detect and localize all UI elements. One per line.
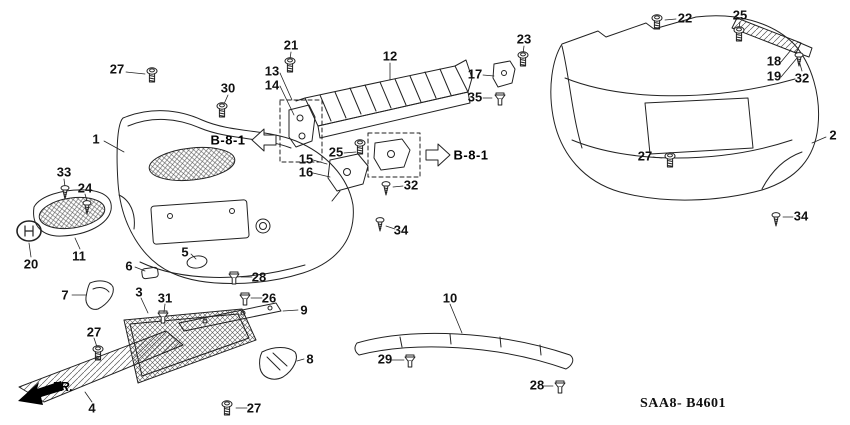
leader-lines <box>28 18 827 409</box>
callout-18: 18 <box>766 53 782 69</box>
callout-30: 30 <box>220 80 236 96</box>
callout-15: 15 <box>298 151 314 167</box>
rear-stay-drawing <box>492 60 516 88</box>
callout-25: 25 <box>732 7 748 23</box>
callout-26: 26 <box>261 290 277 306</box>
cap-drawings <box>141 255 208 280</box>
emblem-drawing <box>16 220 42 242</box>
section-ref-arrows <box>251 128 451 167</box>
section-ref-label-2: B-8-1 <box>453 147 489 163</box>
side-garnish-right-drawing <box>259 347 297 380</box>
callout-25: 25 <box>328 144 344 160</box>
fr-direction-label: FR. <box>52 379 73 394</box>
callout-31: 31 <box>157 290 173 306</box>
section-ref-label-1: B-8-1 <box>210 132 246 148</box>
fr-arrow-icon <box>18 381 64 405</box>
callout-17: 17 <box>467 66 483 82</box>
callout-27: 27 <box>637 148 653 164</box>
front-bumper-drawing <box>116 110 354 284</box>
callout-21: 21 <box>283 37 299 53</box>
callout-8: 8 <box>306 351 314 367</box>
callout-34: 34 <box>793 208 809 224</box>
callout-34: 34 <box>393 222 409 238</box>
section-ref-arrow-right-icon <box>425 143 451 167</box>
callout-22: 22 <box>677 10 693 26</box>
callout-24: 24 <box>77 180 93 196</box>
molding-strip-drawing <box>178 302 282 332</box>
diagram-code: SAA8- B4601 <box>640 396 727 411</box>
callout-32: 32 <box>794 70 810 86</box>
callout-35: 35 <box>467 89 483 105</box>
callout-5: 5 <box>181 244 189 260</box>
absorber-bracket-drawing <box>373 138 411 171</box>
callout-14: 14 <box>264 77 280 93</box>
callout-1: 1 <box>92 131 100 147</box>
callout-3: 3 <box>135 284 143 300</box>
section-ref-arrow-left-icon <box>251 128 277 152</box>
side-garnish-left-drawing <box>85 280 114 310</box>
callout-2: 2 <box>829 127 837 143</box>
callout-9: 9 <box>300 302 308 318</box>
callout-23: 23 <box>516 31 532 47</box>
callout-10: 10 <box>442 290 458 306</box>
callout-6: 6 <box>125 258 133 274</box>
callout-32: 32 <box>403 177 419 193</box>
front-stay-drawing <box>288 104 316 148</box>
callout-28: 28 <box>529 377 545 393</box>
callout-19: 19 <box>766 68 782 84</box>
callout-13: 13 <box>264 63 280 79</box>
callout-11: 11 <box>72 248 86 264</box>
callout-28: 28 <box>251 269 267 285</box>
callout-33: 33 <box>56 164 72 180</box>
front-spoiler-drawing <box>354 332 574 370</box>
callout-27: 27 <box>86 324 102 340</box>
callout-12: 12 <box>382 48 398 64</box>
callout-27: 27 <box>246 400 262 416</box>
callout-16: 16 <box>298 164 314 180</box>
rear-bumper-drawing <box>550 15 820 201</box>
callout-20: 20 <box>23 256 39 272</box>
callout-29: 29 <box>377 351 393 367</box>
callout-27: 27 <box>109 61 125 77</box>
dashed-ref-boxes <box>279 99 421 178</box>
callout-7: 7 <box>61 287 69 303</box>
callout-4: 4 <box>88 400 96 416</box>
